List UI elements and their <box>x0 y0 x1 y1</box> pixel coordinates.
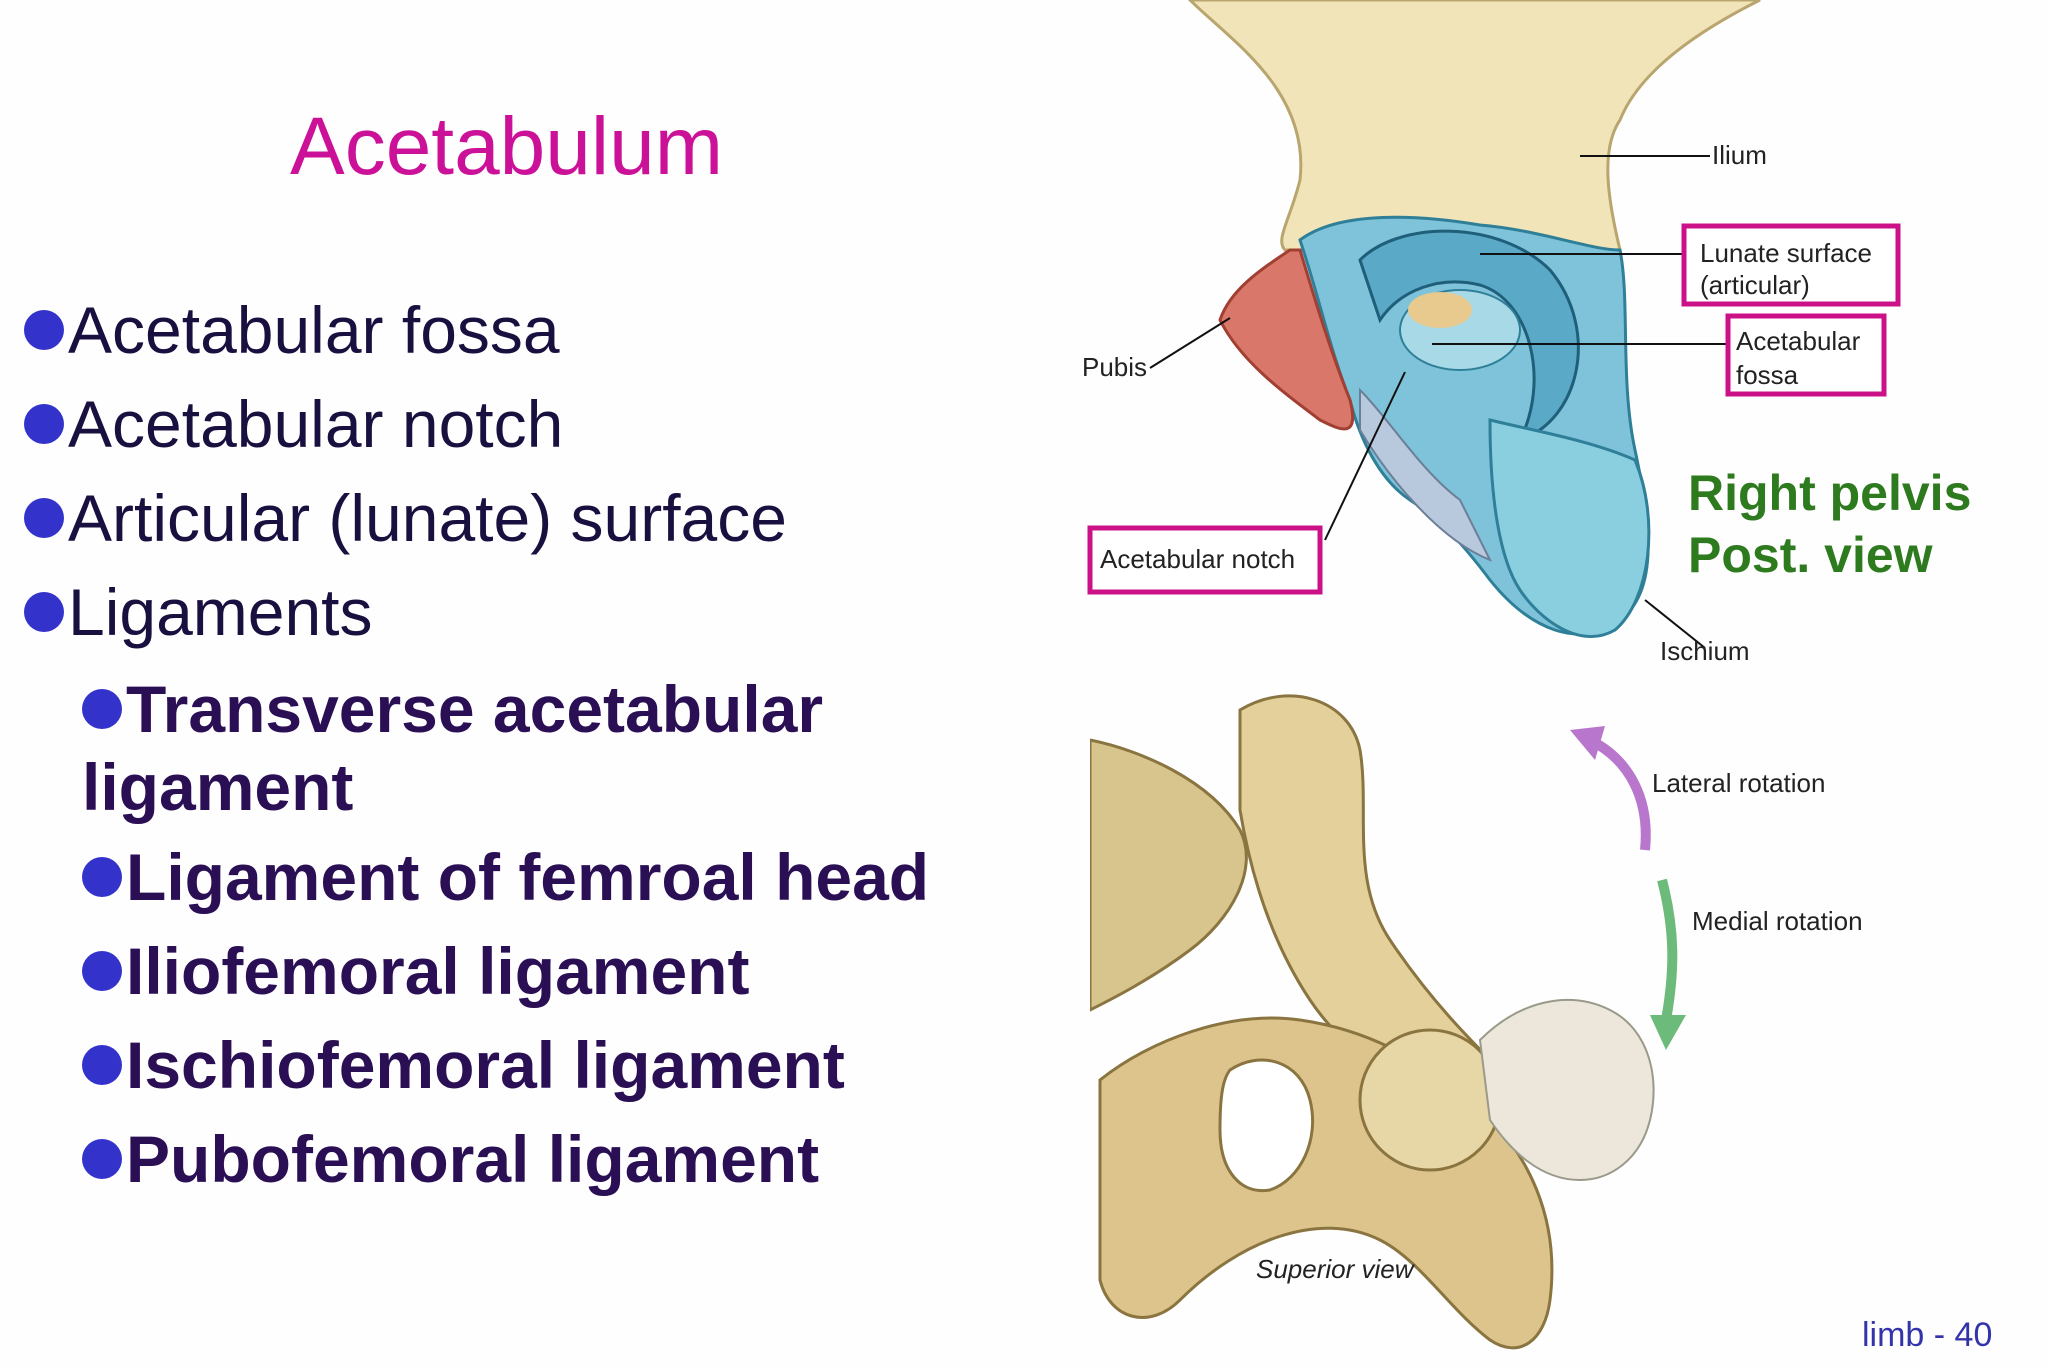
ischium-shape <box>1488 418 1651 638</box>
sub-bullet-femoral-head: Ligament of femroal head <box>82 838 929 916</box>
label-ilium: Ilium <box>1712 140 1767 170</box>
ilium-wing-shape <box>1238 694 1512 1143</box>
label-lateral-rotation: Lateral rotation <box>1652 768 1825 798</box>
medial-arrow-head-icon <box>1650 1015 1686 1050</box>
bullet-articular-surface: Articular (lunate) surface <box>24 480 787 556</box>
sub-bullet-ischiofemoral: Ischiofemoral ligament <box>82 1026 845 1104</box>
lateral-arrow-head-icon <box>1570 726 1605 760</box>
sacrum-shape <box>1090 738 1248 1012</box>
notch-highlight-box <box>1087 525 1323 595</box>
hip-superior-illustration: Lateral rotation Medial rotation Superio… <box>1090 694 1863 1350</box>
label-superior-view: Superior view <box>1256 1254 1416 1284</box>
transverse-ligament-shape <box>1359 387 1493 562</box>
femur-shape <box>1478 999 1655 1182</box>
bullet-dot-icon <box>82 950 122 991</box>
ilium-shape <box>1187 0 1761 252</box>
lateral-rotation-arrow <box>1587 735 1651 851</box>
slide-footer: limb - 40 <box>1862 1316 1993 1354</box>
label-notch: Acetabular notch <box>1100 544 1295 574</box>
bullet-acetabular-notch: Acetabular notch <box>24 386 563 462</box>
sub-bullet-iliofemoral: Iliofemoral ligament <box>82 932 749 1010</box>
label-pubis: Pubis <box>1082 352 1147 382</box>
bullet-acetabular-fossa: Acetabular fossa <box>24 292 560 368</box>
bullet-dot-icon <box>24 309 64 350</box>
fossa-highlight-box <box>1725 313 1887 397</box>
lunate-highlight-box <box>1681 223 1901 307</box>
bullet-dot-icon <box>82 688 122 729</box>
fat-pad-shape <box>1408 292 1472 328</box>
slide-title: Acetabulum <box>290 101 724 192</box>
bullet-ligaments: Ligaments <box>24 574 373 650</box>
figure-caption: Right pelvis Post. view <box>1688 465 1972 583</box>
bullet-dot-icon <box>82 856 122 897</box>
label-medial-rotation: Medial rotation <box>1692 906 1863 936</box>
label-lunate-2: (articular) <box>1700 270 1810 300</box>
bullet-dot-icon <box>82 1044 122 1085</box>
sub-bullet-pubofemoral: Pubofemoral ligament <box>82 1120 819 1198</box>
label-fossa-2: fossa <box>1736 360 1799 390</box>
obturator-foramen-shape <box>1218 1058 1315 1193</box>
label-fossa-1: Acetabular <box>1736 326 1861 356</box>
bullet-dot-icon <box>24 497 64 538</box>
label-lunate-1: Lunate surface <box>1700 238 1872 268</box>
femoral-head-shape <box>1358 1028 1502 1172</box>
bullet-dot-icon <box>24 591 64 632</box>
medial-rotation-arrow <box>1657 878 1678 1021</box>
pelvis-posterior-illustration: Ilium Lunate surface (articular) Acetabu… <box>1082 0 1901 666</box>
bullet-dot-icon <box>24 403 64 444</box>
label-ischium: Ischium <box>1660 636 1750 666</box>
bullet-dot-icon <box>82 1138 122 1179</box>
pubis-shape <box>1218 248 1355 431</box>
